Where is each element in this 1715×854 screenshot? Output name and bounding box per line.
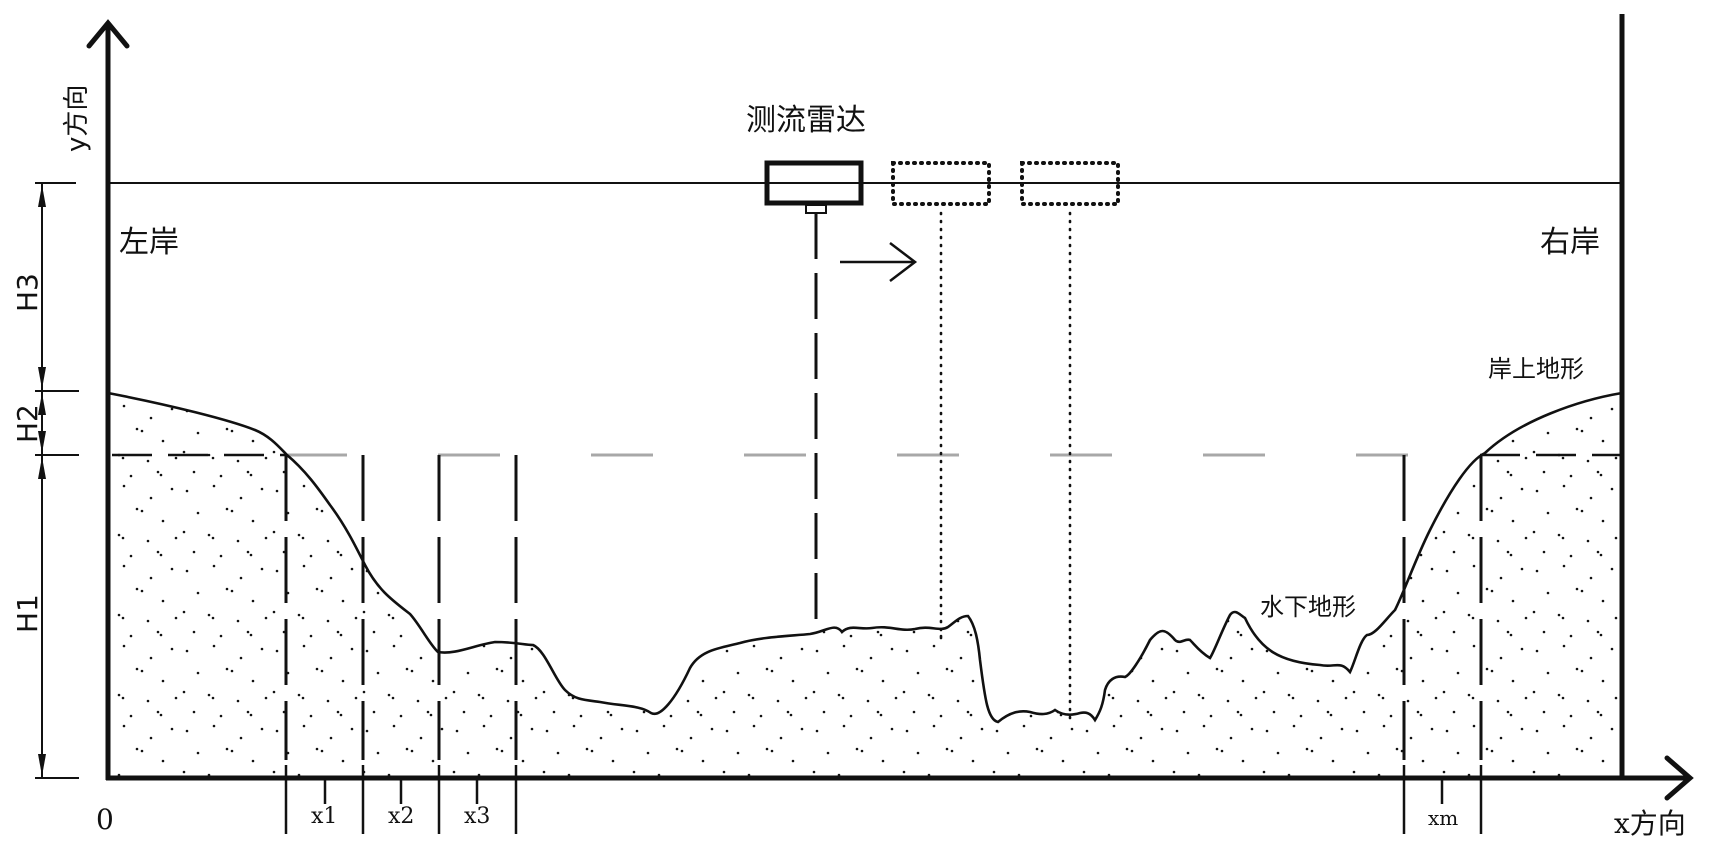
h2-label: H2 [11, 404, 44, 443]
ground-fill [108, 393, 1622, 778]
section-lines [284, 455, 1483, 760]
segment-x2-label: x2 [388, 804, 415, 829]
left-bank-label: 左岸 [119, 225, 179, 260]
segment-x3-label: x3 [464, 804, 491, 829]
x-axis-label: x方向 [1614, 807, 1686, 840]
h1-label: H1 [11, 594, 44, 633]
right-bank-label: 右岸 [1540, 225, 1600, 260]
onshore-terrain-label: 岸上地形 [1488, 355, 1584, 383]
terrain-profile [107, 391, 1623, 724]
segment-x1-label: x1 [311, 804, 338, 829]
radar-current [764, 160, 864, 632]
x-axis [106, 755, 1694, 801]
section-ticks [284, 765, 1483, 834]
y-axis [86, 19, 130, 780]
move-right-arrow-icon [840, 242, 918, 282]
origin-label: 0 [96, 803, 114, 836]
underwater-terrain-label: 水下地形 [1260, 593, 1356, 621]
segment-xm-label: xm [1428, 806, 1459, 830]
radar-next-positions [891, 161, 1120, 206]
h3-label: H3 [11, 273, 44, 312]
dimension-lines [35, 182, 79, 779]
radar-label: 测流雷达 [746, 103, 866, 138]
radar-next-beams [939, 211, 1072, 720]
y-axis-label: y方向 [62, 84, 92, 152]
